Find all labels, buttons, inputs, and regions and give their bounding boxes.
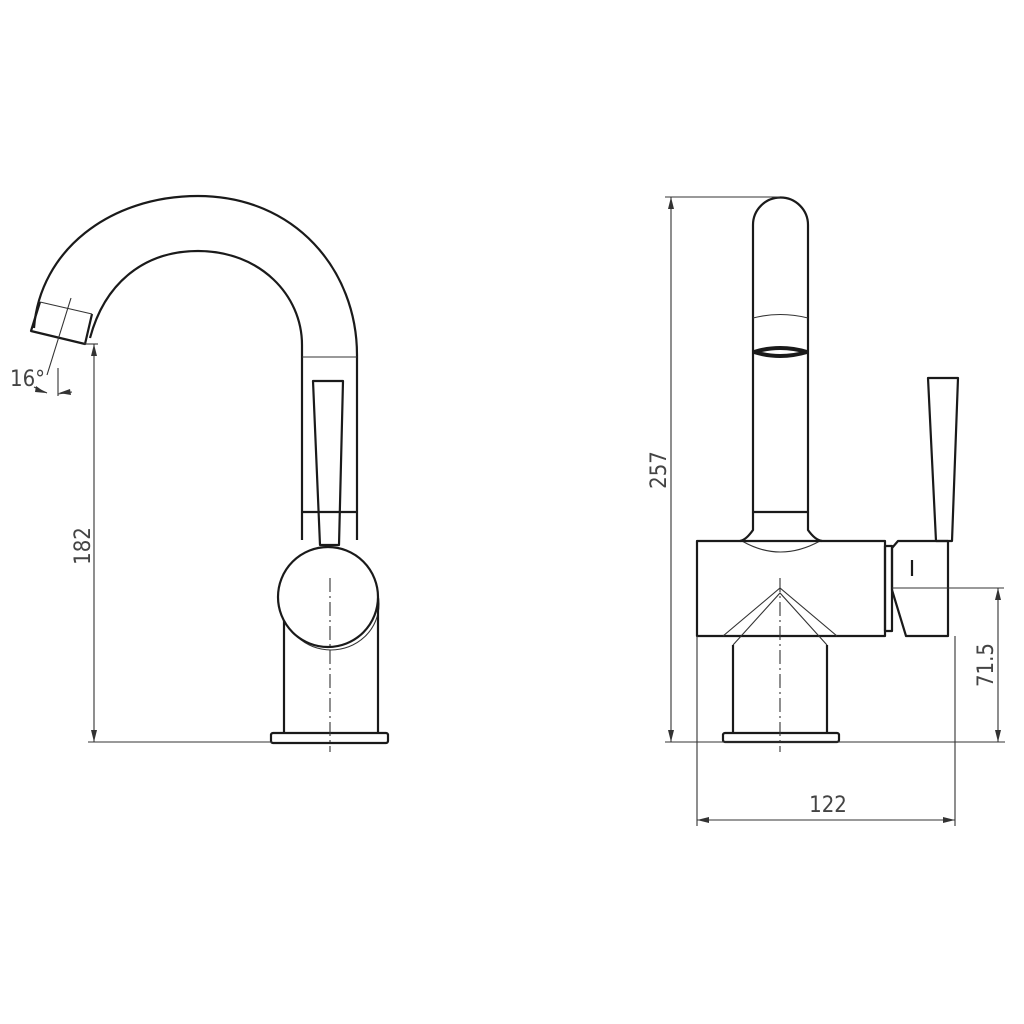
- collar-curve: [741, 540, 821, 553]
- dim-122-arrow-right: [943, 817, 955, 823]
- spout-axis: [46, 297, 72, 376]
- dim-71-5-arrow-down: [995, 730, 1001, 742]
- front-view: 257 71.5 122: [647, 196, 1005, 826]
- knob: [276, 545, 380, 649]
- lever: [311, 379, 345, 547]
- angle-arrowhead-left: [35, 386, 46, 393]
- spout-band: [752, 313, 809, 319]
- dim-71-5-label: 71.5: [974, 643, 999, 687]
- body-block: [695, 539, 887, 638]
- stem: [731, 645, 829, 733]
- chevron-inner: [732, 592, 828, 646]
- spout-outer-curve: [32, 194, 359, 540]
- dim-arrow-down: [91, 730, 97, 742]
- body: [282, 598, 380, 733]
- dim-257-label: 257: [647, 451, 672, 489]
- dim-182-label: 182: [71, 527, 96, 565]
- dim-257-arrow-down: [668, 730, 674, 742]
- side-view: 182 16°: [10, 194, 390, 752]
- dim-122-arrow-left: [697, 817, 709, 823]
- angle-label: 16°: [10, 367, 45, 392]
- front-base-plate: [721, 731, 841, 744]
- front-lever: [926, 376, 960, 543]
- aerator-ring: [753, 346, 809, 358]
- collar: [739, 512, 823, 543]
- dim-71-5-arrow-up: [995, 588, 1001, 600]
- dim-257-arrow-up: [668, 197, 674, 209]
- spout-column: [751, 196, 810, 514]
- spout-inner-curve: [88, 249, 304, 540]
- spout-tip-band: [39, 301, 93, 315]
- spout-tip: [29, 301, 94, 346]
- dim-arrow-up: [91, 344, 97, 356]
- dim-122-label: 122: [809, 793, 847, 818]
- angle-arrowhead-right: [59, 389, 71, 395]
